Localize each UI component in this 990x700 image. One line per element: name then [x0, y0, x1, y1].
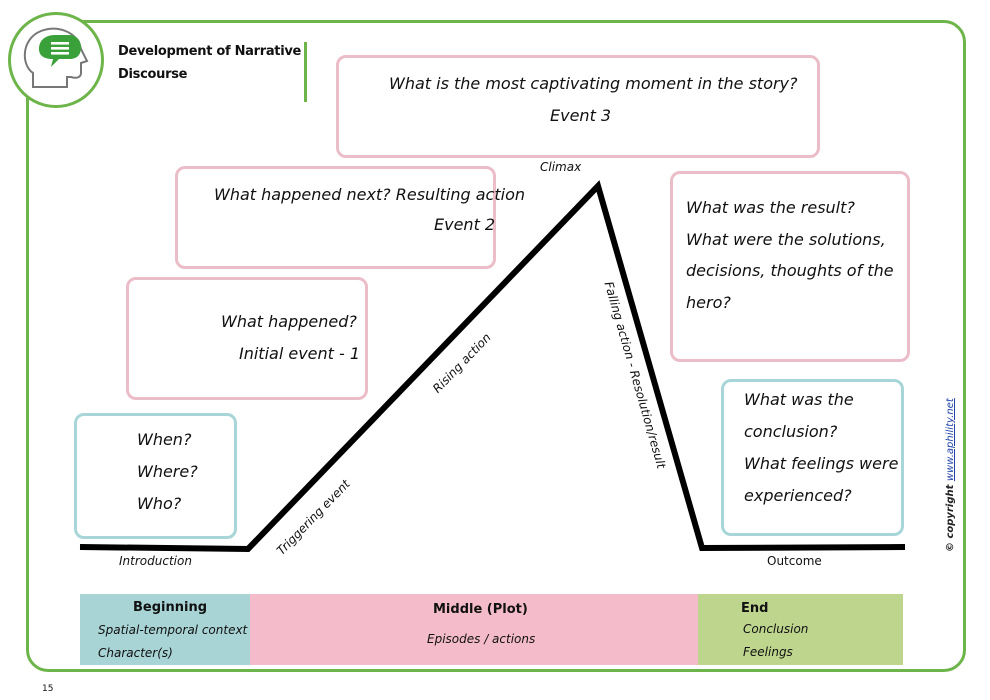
conclusion-line-2: conclusion?	[744, 422, 838, 441]
end-line-2: Feelings	[743, 645, 793, 659]
climax-question: What is the most captivating moment in t…	[389, 74, 798, 93]
result-line-4: hero?	[686, 293, 731, 312]
page-title: Development of Narrative Discourse	[118, 40, 301, 86]
copyright-prefix: © copyright	[945, 481, 956, 552]
end-line-1: Conclusion	[743, 622, 809, 636]
end-heading: End	[741, 601, 769, 616]
beginning-line-1: Spatial-temporal context	[98, 623, 248, 637]
page-number: 15	[42, 684, 54, 694]
result-line-2: What were the solutions,	[686, 230, 886, 249]
logo	[8, 12, 104, 108]
result-question-box: What was the result? What were the solut…	[670, 171, 910, 362]
event2-event: Event 2	[434, 215, 496, 234]
conclusion-line-4: experienced?	[744, 486, 852, 505]
head-speech-bubble-icon	[23, 27, 89, 88]
middle-band: Middle (Plot) Episodes / actions	[250, 594, 698, 665]
event1-question: What happened?	[221, 312, 357, 331]
conclusion-line-3: What feelings were	[744, 454, 899, 473]
result-line-1: What was the result?	[686, 198, 855, 217]
outcome-label: Outcome	[767, 554, 822, 568]
beginning-line-2: Character(s)	[98, 646, 173, 660]
title-divider	[304, 42, 307, 102]
beginning-heading: Beginning	[133, 600, 208, 615]
result-line-3: decisions, thoughts of the	[686, 261, 894, 280]
intro-when: When?	[137, 430, 192, 449]
event1-event: Initial event - 1	[239, 344, 361, 363]
title-line-2: Discourse	[118, 67, 188, 82]
title-line-1: Development of Narrative	[118, 44, 302, 59]
conclusion-line-1: What was the	[744, 390, 854, 409]
story-arc-line	[79, 180, 906, 553]
intro-question-box: When? Where? Who?	[74, 413, 237, 539]
event1-question-box: What happened? Initial event - 1	[126, 277, 368, 400]
event2-question-box: What happened next? Resulting action Eve…	[175, 166, 525, 269]
event2-question: What happened next? Resulting action	[214, 185, 525, 204]
copyright-notice: © copyright www.aphility.net	[945, 398, 956, 552]
middle-heading: Middle (Plot)	[433, 602, 528, 617]
page-frame	[26, 20, 966, 672]
end-band: End Conclusion Feelings	[698, 594, 903, 665]
beginning-band: Beginning Spatial-temporal context Chara…	[80, 594, 250, 665]
climax-label: Climax	[540, 160, 582, 174]
copyright-link[interactable]: www.aphility.net	[945, 398, 956, 482]
conclusion-question-box: What was the conclusion? What feelings w…	[721, 379, 904, 536]
intro-who: Who?	[137, 494, 182, 513]
introduction-label: Introduction	[119, 554, 192, 568]
climax-event: Event 3	[550, 106, 612, 125]
climax-question-box: What is the most captivating moment in t…	[336, 55, 820, 158]
intro-where: Where?	[137, 462, 198, 481]
middle-line-1: Episodes / actions	[427, 632, 536, 646]
